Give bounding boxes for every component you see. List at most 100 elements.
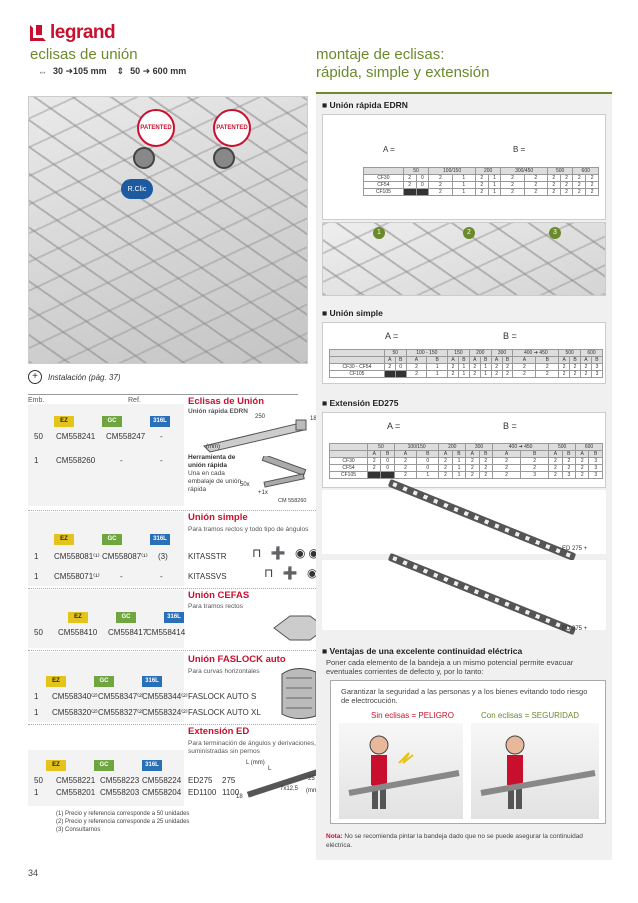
ref-ez[interactable]: CM558071⁽¹⁾ xyxy=(54,572,100,581)
tag-inox: 316L xyxy=(164,612,184,623)
tag-gc: GC xyxy=(102,416,122,427)
tag-inox: 316L xyxy=(150,416,170,427)
simple-cell: 2 xyxy=(490,370,503,378)
emb-value: 50 xyxy=(34,628,43,637)
screw-icon xyxy=(133,147,155,169)
ref-ez[interactable]: CM558320⁽²⁾ xyxy=(52,708,98,717)
simple-cell: 2 xyxy=(405,370,428,378)
ref-ez[interactable]: CM558260 xyxy=(56,456,96,465)
ref-gc[interactable]: CM558327⁽²⁾ xyxy=(98,708,144,717)
ref-ez[interactable]: CM558221 xyxy=(56,776,96,785)
faslock-label: FASLOCK AUTO S xyxy=(188,692,257,701)
ed-cell: 2 xyxy=(393,457,418,465)
emb-value: 1 xyxy=(34,692,39,701)
right-title-line2: rápida, simple y extensión xyxy=(316,64,490,81)
patent-text: PATENTED xyxy=(140,125,172,131)
edrn-steps-photo: 1 2 3 xyxy=(322,222,606,296)
footnote: (3) Consultarnos xyxy=(56,827,101,833)
simple-ab-cell: A xyxy=(512,356,537,364)
ref-gc[interactable]: CM558223 xyxy=(100,776,140,785)
ref-ez[interactable]: CM558241 xyxy=(56,432,96,441)
simple-cell: 2 xyxy=(558,363,571,371)
tag-gc: GC xyxy=(116,612,136,623)
ref-ez[interactable]: CM558081⁽¹⁾ xyxy=(54,552,100,561)
simple-cell: 1 xyxy=(479,363,492,371)
simple-cell: 3 xyxy=(590,363,604,371)
height-icon: ⇕ xyxy=(116,66,125,76)
product-block-faslock: EZ GC 316L 1 CM558340⁽²⁾ CM558347⁽²⁾ CM5… xyxy=(28,652,188,722)
edrn-cell: 0 xyxy=(415,181,430,189)
section-title-simple: Unión simple xyxy=(322,308,383,318)
note-label: Nota: xyxy=(326,833,343,840)
ref-inox[interactable]: CM558414 xyxy=(146,628,186,637)
ed-cell: 2 xyxy=(561,464,577,472)
ed-corner xyxy=(328,443,369,451)
ref-gc[interactable]: CM558347⁽²⁾ xyxy=(98,692,144,701)
safety-text: Garantizar la seguridad a las personas y… xyxy=(341,687,588,705)
ref-inox[interactable]: CM558344⁽²⁾ xyxy=(142,692,188,701)
ref-inox[interactable]: CM558204 xyxy=(142,788,182,797)
simple-ab-cell: B xyxy=(535,356,560,364)
product-subtitle-edrn: Unión rápida EDRN xyxy=(188,408,248,415)
simple-head: 200 xyxy=(468,349,492,357)
tag-inox: 316L xyxy=(150,534,170,545)
page-number: 34 xyxy=(28,868,39,878)
edrn-cell: 2 xyxy=(546,181,561,189)
ref-gc[interactable]: CM558247 xyxy=(106,432,146,441)
ref-inox[interactable]: CM558324⁽²⁾ xyxy=(142,708,188,717)
ed-cell: 2 xyxy=(491,464,522,472)
ed-cell: 2 xyxy=(575,464,590,472)
ref-gc: - xyxy=(120,456,123,465)
ref-inox[interactable]: CM558224 xyxy=(142,776,182,785)
simple-head: 300 xyxy=(490,349,514,357)
ed-head: 100/150 xyxy=(393,443,440,451)
ref-gc[interactable]: CM558087⁽¹⁾ xyxy=(102,552,148,561)
product-title-simple: Unión simple xyxy=(188,512,248,523)
edrn-cell: 2 xyxy=(585,174,599,182)
product-title-faslock: Unión FASLOCK auto xyxy=(188,654,286,665)
ref-ez[interactable]: CM558201 xyxy=(56,788,96,797)
edrn-label-a: A = xyxy=(383,145,395,154)
edrn-cell: 2 xyxy=(474,188,489,196)
safe-caption: Con eclisas = SEGURIDAD xyxy=(481,711,580,720)
screw-icon xyxy=(213,147,235,169)
ed-cell: 3 xyxy=(588,464,603,472)
edrn-head: 200 xyxy=(474,167,502,175)
product-block-simple: EZ GC 316L 1 CM558081⁽¹⁾ CM558087⁽¹⁾ (3)… xyxy=(28,512,184,586)
ref-inox: (3) xyxy=(158,552,168,561)
ed-cell: 3 xyxy=(520,471,550,479)
left-page-title: eclisas de unión xyxy=(30,46,138,63)
ed-ab-cell: B xyxy=(561,450,577,458)
magnifier-plus-icon: + xyxy=(28,370,42,384)
product-block-cefas: EZ GC 316L 50 CM558410 CM558417 CM558414 xyxy=(28,590,186,648)
install-note-text[interactable]: Instalación (pág. 37) xyxy=(48,372,121,382)
simple-ab-cell: B xyxy=(501,356,514,364)
ed-cell: 3 xyxy=(588,457,603,465)
ref-ez[interactable]: CM558340⁽²⁾ xyxy=(52,692,98,701)
edrn-cell: 1 xyxy=(451,174,476,182)
ed-dim-w: 25 xyxy=(308,776,315,782)
edrn-cell: 2 xyxy=(428,181,453,189)
simple-cell: 2 xyxy=(569,370,582,378)
ref-gc[interactable]: CM558417 xyxy=(108,628,148,637)
ed-ab-cell: B xyxy=(478,450,493,458)
simple-cell: 2 xyxy=(383,363,396,371)
simple-cell: 2 xyxy=(569,363,582,371)
edrn-cell: CF105 xyxy=(363,188,404,196)
edrn-cell: 2 xyxy=(428,174,453,182)
ed-ab-cell: A xyxy=(465,450,480,458)
edrn-cell: 2 xyxy=(546,174,561,182)
edrn-cell: 2 xyxy=(559,181,574,189)
section-title-continuity: Ventajas de una excelente continuidad el… xyxy=(322,646,523,656)
simple-cell: 1 xyxy=(457,370,470,378)
ed-cell: 2 xyxy=(548,464,563,472)
ed-head: 500 xyxy=(548,443,577,451)
ref-gc[interactable]: CM558203 xyxy=(100,788,140,797)
ed-label-b: B = xyxy=(503,421,517,431)
ed-cell: 2 xyxy=(438,457,453,465)
ref-ez[interactable]: CM558410 xyxy=(58,628,98,637)
